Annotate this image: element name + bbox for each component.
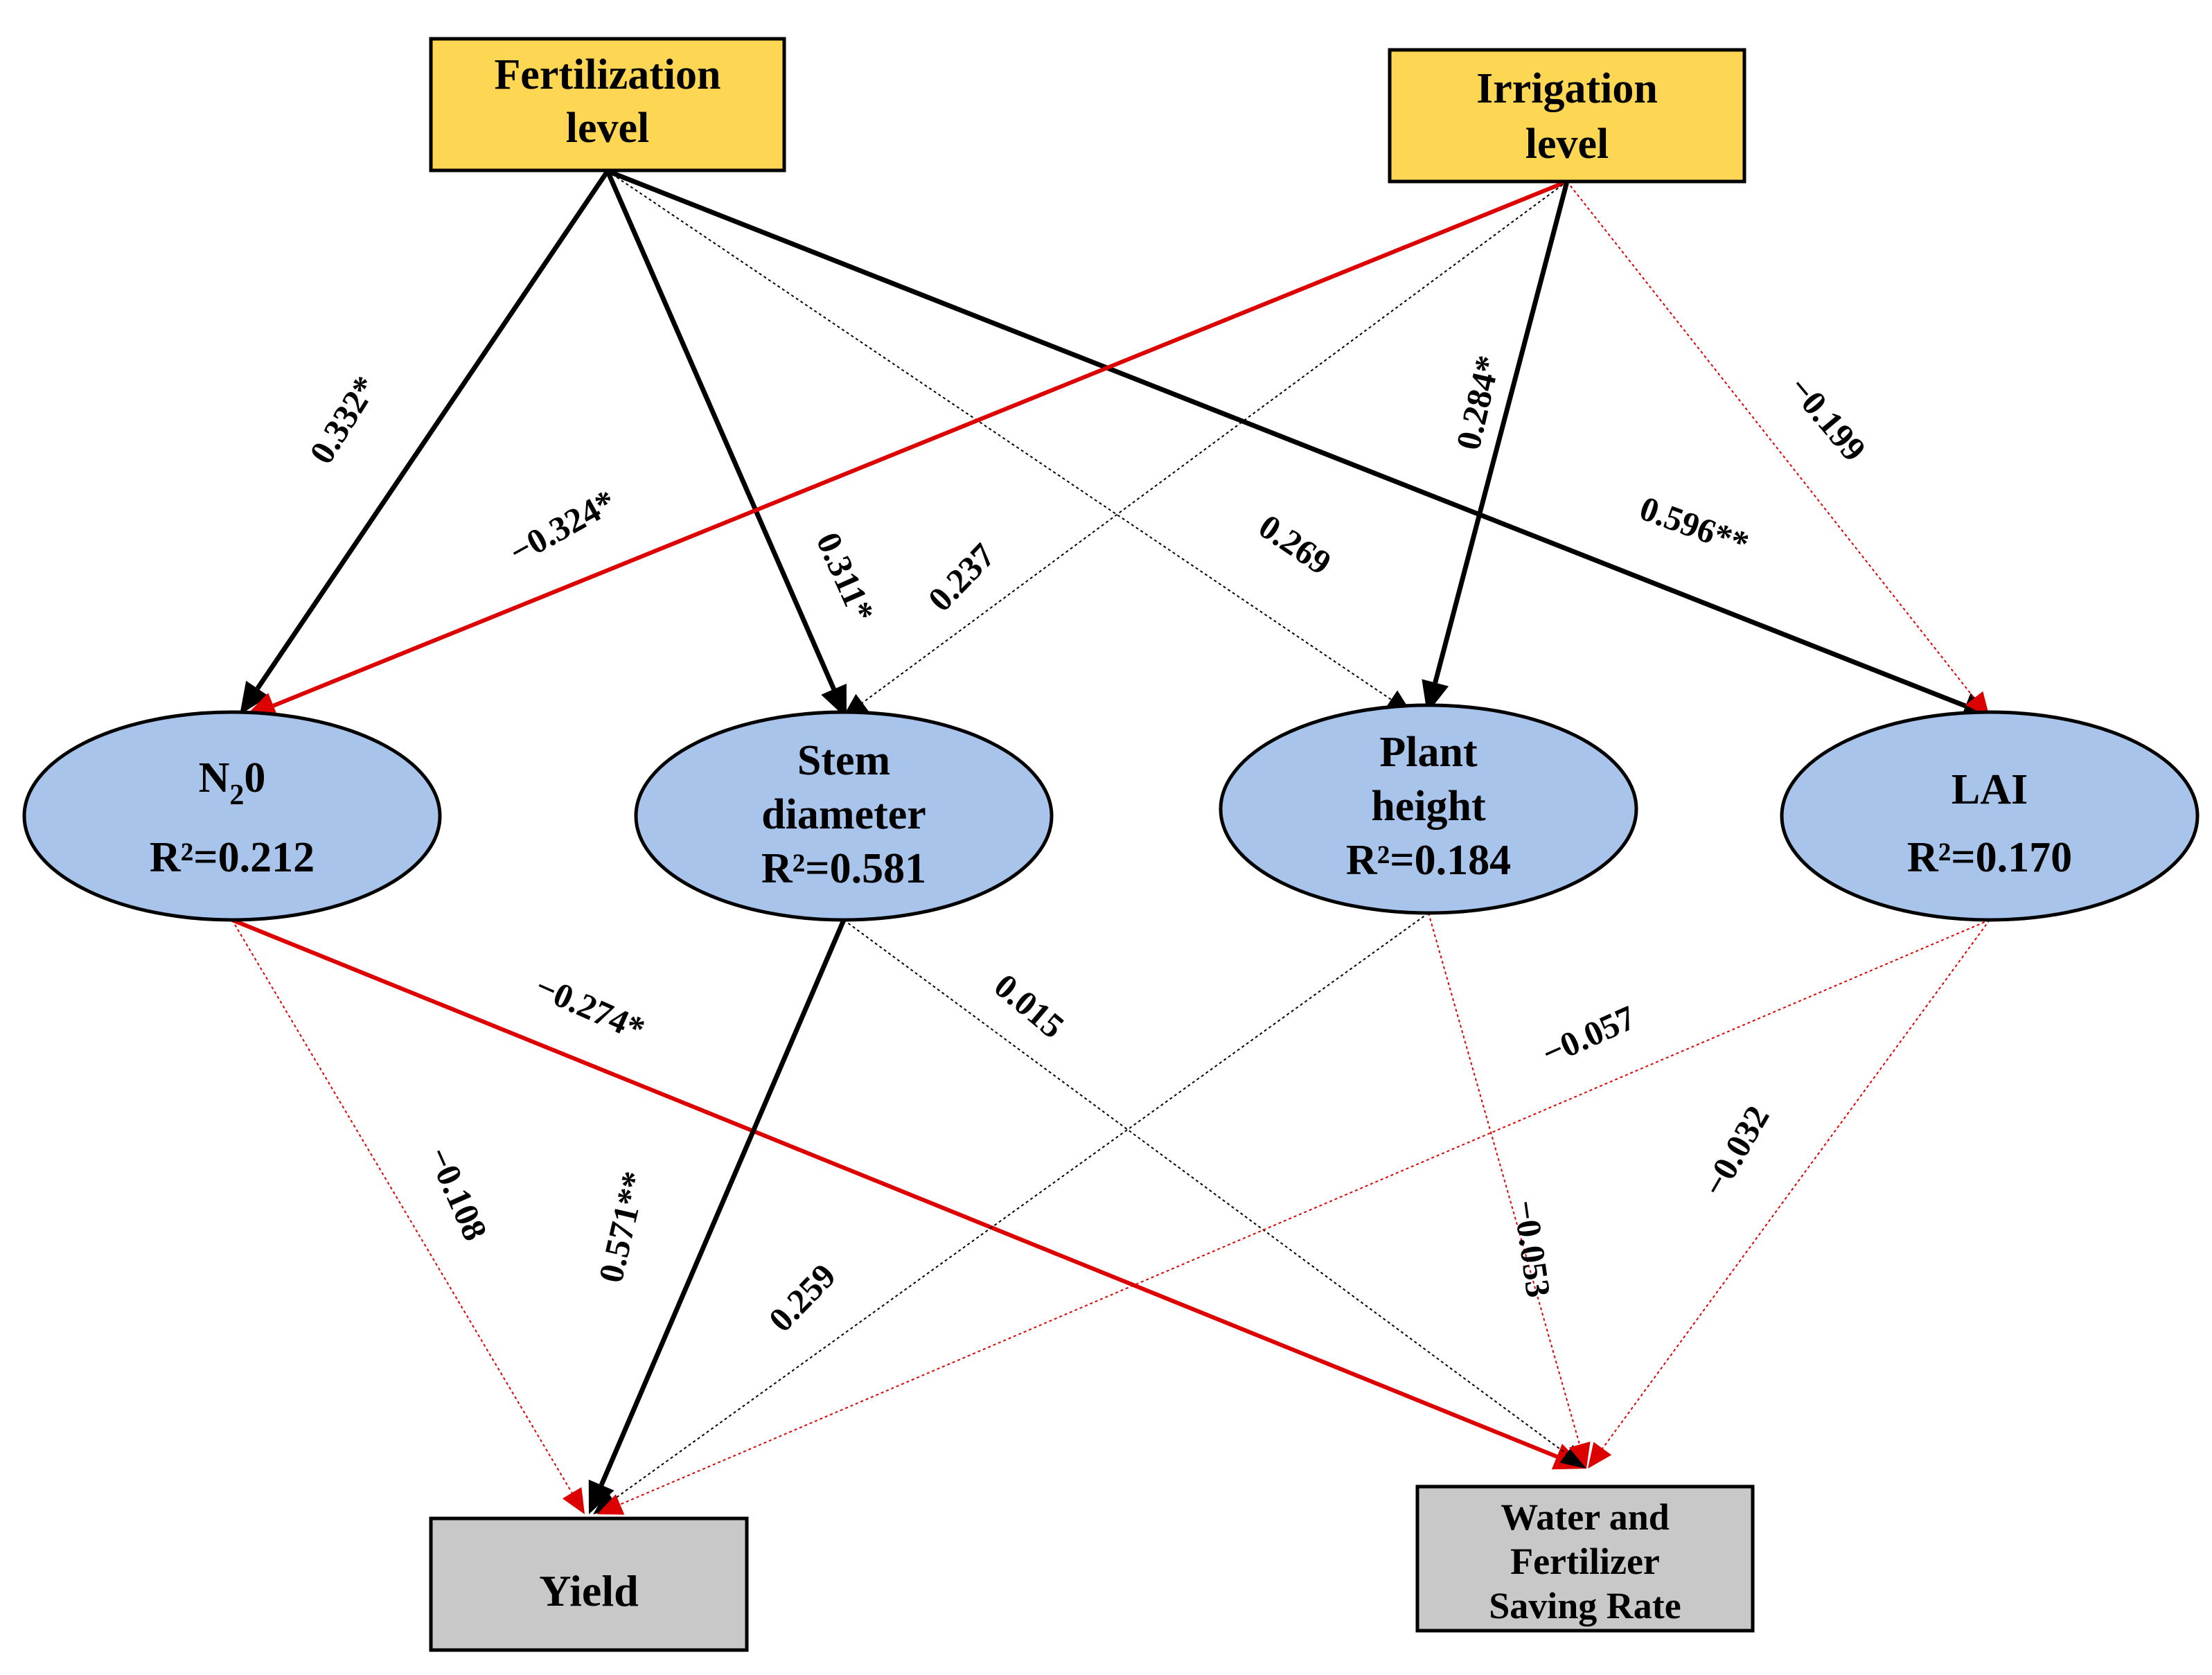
fertilization-label-line1: Fertilization [494, 51, 720, 98]
stem-diameter-ellipse: Stem diameter R²=0.581 [634, 710, 1054, 922]
arrow-fert-lai-line [606, 168, 1967, 709]
lai-r2: R²=0.170 [1907, 834, 2072, 881]
wfsr-label-line2: Fertilizer [1510, 1541, 1660, 1582]
coef-fert-plant: 0.269 [1252, 506, 1338, 582]
coef-irr-lai: −0.199 [1781, 369, 1874, 468]
plant-label-line2: height [1371, 783, 1486, 830]
lai-ellipse: LAI R²=0.170 [1780, 710, 2200, 922]
arrow-lai-wfsr-line [1602, 919, 1990, 1449]
arrow-fert-stem-head [821, 683, 847, 718]
arrow-stem-yield-line [599, 919, 847, 1487]
water-fertilizer-saving-rate-box: Water and Fertilizer Saving Rate [1415, 1485, 1755, 1633]
coef-stem-wfsr: 0.015 [987, 966, 1072, 1045]
irrigation-label-line1: Irrigation [1476, 65, 1658, 112]
irrigation-level-box: Irrigation level [1388, 48, 1746, 184]
stem-r2: R²=0.581 [761, 845, 926, 892]
fertilization-label-line2: level [566, 105, 650, 152]
coef-irr-n2o: −0.324* [503, 481, 622, 571]
irrigation-label-line2: level [1525, 121, 1609, 168]
plant-height-ellipse: Plant height R²=0.184 [1219, 703, 1638, 915]
plant-label-line1: Plant [1379, 729, 1478, 776]
coef-n2o-wfsr: −0.274* [530, 966, 651, 1049]
wfsr-label-line3: Saving Rate [1489, 1585, 1681, 1627]
coef-fert-lai: 0.596** [1635, 488, 1754, 563]
arrow-fert-plant-line [607, 170, 1392, 700]
wfsr-label-line1: Water and [1501, 1496, 1670, 1538]
arrow-n2o-wfsr-line [231, 918, 1558, 1459]
arrow-lai-yield-head [597, 1494, 625, 1515]
arrow-irr-plant-line [1433, 181, 1570, 684]
nodes: Fertilization level Irrigation level N20… [22, 37, 2200, 1652]
n2o-ellipse: N20 R²=0.212 [22, 710, 442, 922]
fertilization-level-box: Fertilization level [429, 37, 786, 172]
coef-n2o-yield: −0.108 [420, 1141, 495, 1246]
plant-r2: R²=0.184 [1346, 837, 1511, 884]
arrow-plant-wfsr-line [1428, 912, 1581, 1445]
path-arrows [231, 168, 1995, 1515]
arrow-stem-yield-head [588, 1479, 614, 1514]
coef-plant-yield: 0.259 [761, 1256, 843, 1339]
coef-lai-wfsr: −0.032 [1695, 1099, 1777, 1203]
path-coefficients: 0.332* 0.311* 0.269 0.596** −0.324* 0.23… [301, 352, 1873, 1339]
arrow-irr-stem-line [862, 181, 1568, 704]
yield-label: Yield [539, 1566, 638, 1615]
stem-label-line2: diameter [761, 791, 926, 838]
arrow-fert-n2o-line [255, 170, 610, 690]
n2o-r2: R²=0.212 [150, 834, 315, 881]
arrow-irr-lai-line [1566, 181, 1975, 699]
stem-label-line1: Stem [797, 737, 890, 784]
coef-irr-stem: 0.237 [921, 535, 1002, 619]
coef-lai-yield: −0.057 [1536, 998, 1641, 1073]
arrow-fert-stem-line [605, 170, 836, 691]
arrow-plant-wfsr-head [1568, 1441, 1591, 1469]
arrow-n2o-yield-line [231, 919, 573, 1494]
coef-fert-n2o: 0.332* [301, 369, 384, 470]
coef-plant-wfsr: −0.053 [1506, 1198, 1558, 1300]
coef-stem-yield: 0.571** [591, 1168, 654, 1286]
arrow-fert-n2o-head [240, 680, 269, 715]
arrow-lai-wfsr-head [1588, 1442, 1612, 1469]
arrow-n2o-yield-head [562, 1487, 585, 1514]
arrow-lai-yield-line [619, 919, 1990, 1505]
arrow-plant-yield-line [612, 912, 1429, 1500]
arrow-stem-wfsr-line [843, 919, 1567, 1455]
arrow-stem-wfsr-head [1559, 1444, 1586, 1469]
arrow-irr-n2o-line [272, 179, 1568, 708]
yield-box: Yield [429, 1516, 749, 1652]
coef-fert-stem: 0.311* [809, 526, 883, 628]
lai-label: LAI [1952, 766, 2028, 813]
n2o-label: N20 [199, 754, 266, 811]
